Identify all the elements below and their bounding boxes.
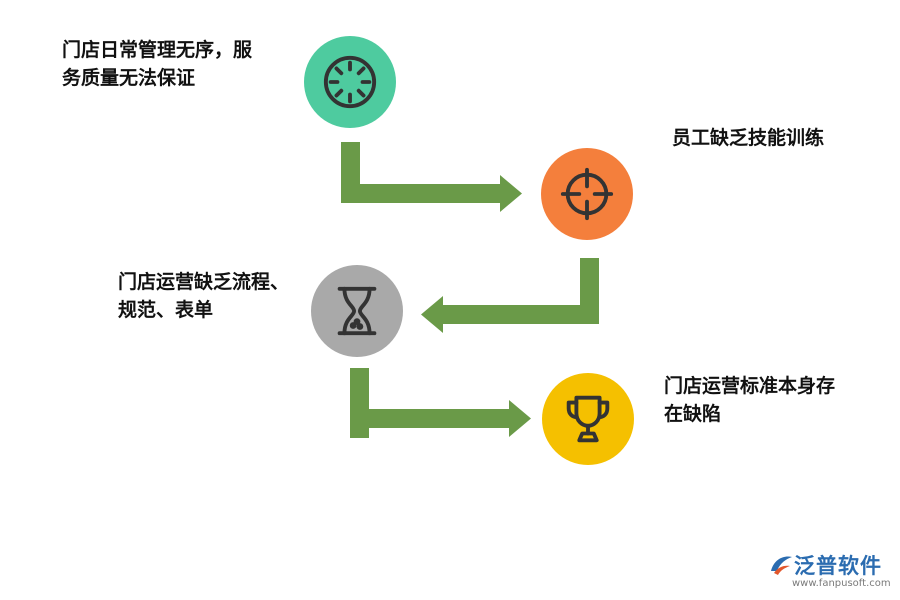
- step-2-label: 员工缺乏技能训练: [672, 124, 824, 152]
- hourglass-icon: [337, 286, 377, 336]
- brand-url: www.fanpusoft.com: [792, 578, 891, 589]
- kiwi-slice-icon: [323, 55, 377, 109]
- brand-logo: 泛普软件: [768, 550, 882, 580]
- arrow-1-head: [500, 175, 522, 212]
- arrow-2-head: [421, 296, 443, 333]
- brand-mark-icon: [771, 556, 792, 575]
- step-3-line-1: 门店运营缺乏流程、: [118, 271, 290, 293]
- step-4-line-2: 在缺陷: [664, 403, 722, 425]
- step-1-line-2: 务质量无法保证: [62, 67, 196, 89]
- brand-name: 泛普软件: [794, 554, 882, 578]
- trophy-icon: [566, 395, 610, 443]
- arrow-1-horizontal: [341, 184, 501, 203]
- step-3-label: 门店运营缺乏流程、 规范、表单: [118, 268, 289, 324]
- step-3-circle: [311, 265, 403, 357]
- crosshair-icon: [560, 167, 614, 221]
- step-2-line-1: 员工缺乏技能训练: [672, 127, 825, 149]
- step-1-label: 门店日常管理无序，服 务质量无法保证: [62, 36, 252, 92]
- arrow-2-horizontal: [442, 305, 599, 324]
- arrow-3-head: [509, 400, 531, 437]
- step-1-circle: [304, 36, 396, 128]
- step-4-label: 门店运营标准本身存 在缺陷: [664, 372, 835, 428]
- step-3-line-2: 规范、表单: [118, 299, 214, 321]
- step-4-circle: [542, 373, 634, 465]
- step-1-line-1: 门店日常管理无序，服: [62, 39, 253, 61]
- arrow-3-horizontal: [350, 409, 510, 428]
- step-2-circle: [541, 148, 633, 240]
- step-4-line-1: 门店运营标准本身存: [664, 375, 836, 397]
